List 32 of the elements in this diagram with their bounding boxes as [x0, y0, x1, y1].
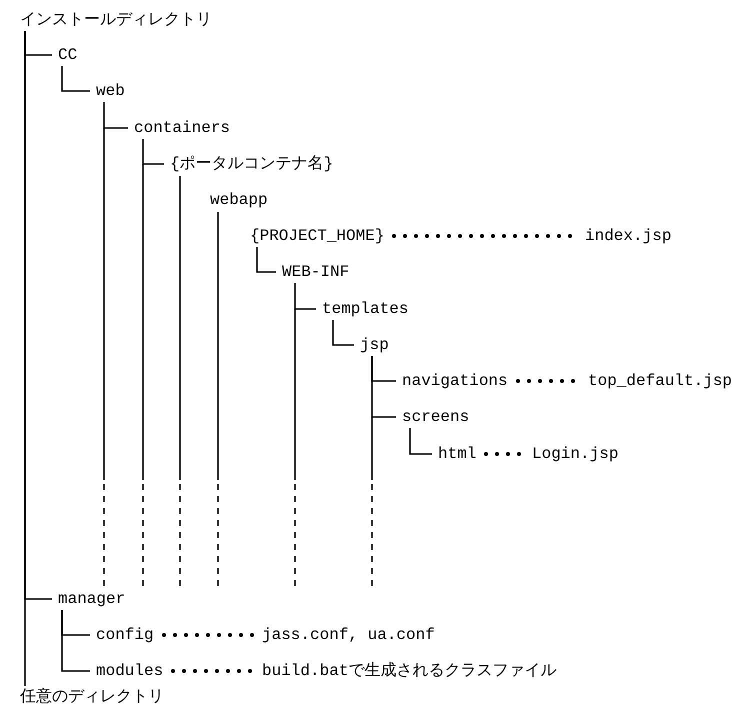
tree-line — [332, 320, 354, 346]
folder-name: インストールディレクトリ — [20, 10, 212, 30]
tree-line — [409, 428, 432, 455]
tree-line — [61, 66, 90, 92]
folder-name: {PROJECT_HOME} — [250, 226, 384, 246]
file-description: build.batで生成されるクラスファイル — [262, 661, 556, 681]
folder-name: jsp — [360, 335, 389, 355]
folder-name: web — [96, 81, 125, 101]
folder-name: templates — [322, 299, 408, 319]
tree-line — [256, 247, 276, 273]
tree-line — [24, 31, 26, 686]
tree-line — [294, 283, 316, 310]
folder-name: {ポータルコンテナ名} — [170, 154, 334, 174]
file-name: index.jsp — [585, 226, 672, 246]
folder-name: WEB-INF — [282, 262, 350, 282]
tree-line — [142, 139, 164, 165]
folder-name: config — [96, 625, 154, 645]
file-name: Login.jsp — [532, 444, 618, 464]
folder-name: modules — [96, 661, 164, 681]
tree-line — [371, 356, 396, 418]
folder-name: CC — [58, 45, 78, 65]
folder-name: html — [438, 444, 476, 464]
file-name: jass.conf, ua.conf — [262, 625, 435, 645]
folder-name: containers — [134, 118, 230, 138]
file-name: top_default.jsp — [588, 371, 732, 391]
tree-line — [103, 102, 128, 129]
folder-name: navigations — [402, 371, 508, 391]
folder-name: screens — [402, 407, 470, 427]
tree-line — [61, 610, 90, 672]
folder-name: manager — [58, 589, 126, 609]
folder-name: 任意のディレクトリ — [20, 687, 164, 707]
folder-name: webapp — [210, 190, 268, 210]
